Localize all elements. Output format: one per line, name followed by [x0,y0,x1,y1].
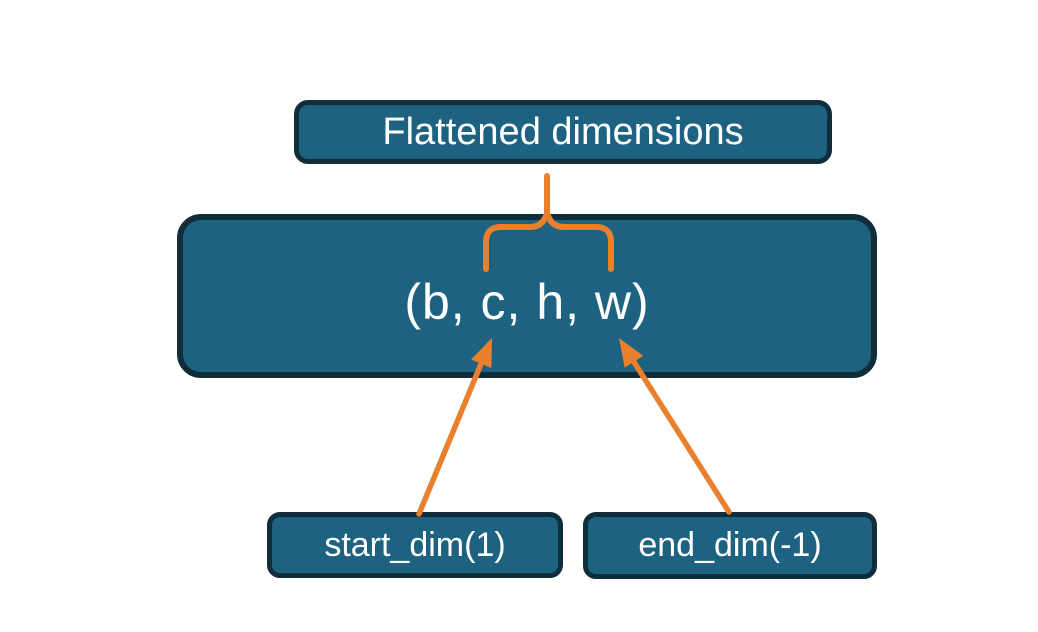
flattened-dimensions-box: Flattened dimensions [294,100,832,164]
start-dim-box: start_dim(1) [267,512,563,578]
end-dim-arrow-shaft [631,359,732,515]
flattened-dimensions-label: Flattened dimensions [382,110,744,153]
start-dim-label: start_dim(1) [324,525,506,564]
end-dim-box: end_dim(-1) [583,512,877,579]
tensor-shape-box: (b, c, h, w) [177,214,877,378]
tensor-shape-label: (b, c, h, w) [404,274,650,330]
end-dim-label: end_dim(-1) [638,526,822,564]
start-dim-arrow-shaft [416,361,484,517]
